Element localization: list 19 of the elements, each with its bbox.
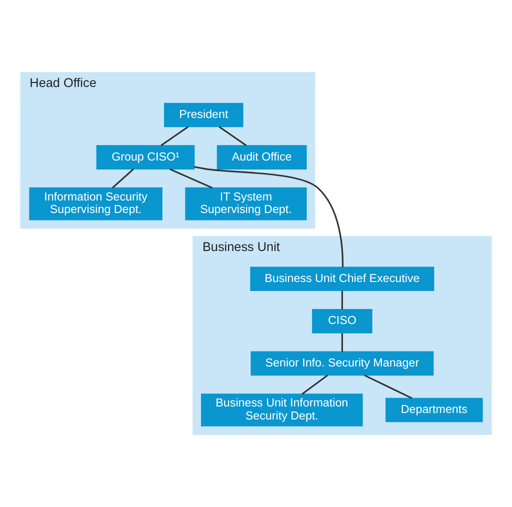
node-box: Business Unit Information Security Dept. [201, 394, 363, 426]
connector [170, 168, 213, 189]
connector [160, 126, 189, 146]
connector [194, 166, 344, 268]
node-box: CISO [312, 309, 372, 334]
node-box: Audit Office [216, 145, 307, 170]
node-box: Business Unit Chief Executive [250, 266, 434, 292]
connector [112, 168, 134, 188]
node-box: IT System Supervising Dept. [185, 187, 307, 220]
connector [364, 374, 412, 399]
node-box: Departments [386, 398, 483, 422]
node-box: Information Security Supervising Dept. [29, 187, 162, 220]
connector [341, 333, 343, 352]
connector [302, 374, 328, 395]
connector [218, 126, 247, 146]
node-box: President [164, 102, 244, 128]
node-box: Group CISO¹ [96, 145, 195, 170]
connector [341, 290, 343, 310]
node-box: Senior Info. Security Manager [250, 351, 434, 376]
